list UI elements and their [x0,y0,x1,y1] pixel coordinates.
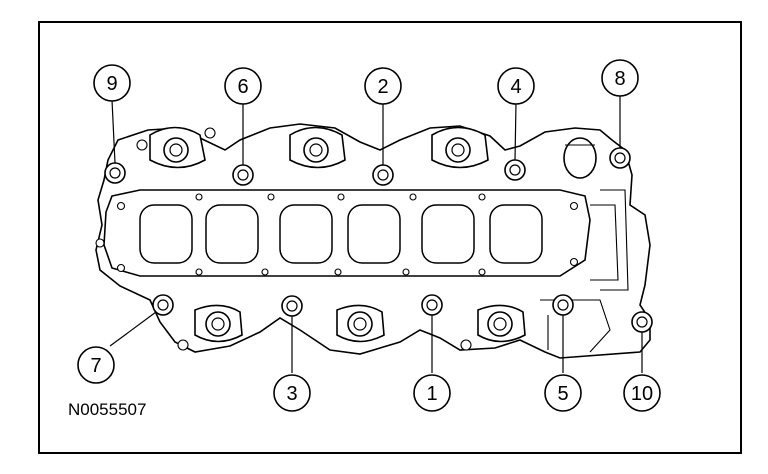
svg-text:1: 1 [426,383,437,405]
bolt-6 [232,164,254,186]
bolts [104,147,653,333]
callout-3: 3 [273,374,311,412]
figure-id: N0055507 [68,400,147,419]
bolt-8 [609,147,631,169]
callout-4: 4 [497,67,535,105]
runner-ports [139,204,543,264]
svg-text:3: 3 [286,383,297,405]
bolt-4 [504,159,526,181]
svg-text:6: 6 [237,76,248,98]
leader-lines [109,96,643,373]
svg-text:10: 10 [631,383,653,405]
bolt-1 [421,294,443,316]
callout-8: 8 [601,59,639,97]
bolt-9 [104,162,126,184]
bolt-10 [631,311,653,333]
callout-6: 6 [224,67,262,105]
callouts: 9 6 2 4 8 7 3 1 5 10 [77,59,661,412]
upper-lugs [136,126,489,169]
bolt-5 [552,294,574,316]
callout-2: 2 [364,67,402,105]
svg-text:8: 8 [614,68,625,90]
svg-text:9: 9 [106,73,117,95]
callout-5: 5 [544,374,582,412]
svg-text:2: 2 [377,76,388,98]
callout-10: 10 [623,374,661,412]
callout-7: 7 [77,346,115,384]
callout-9: 9 [93,64,131,102]
svg-text:7: 7 [90,355,101,377]
lower-lugs [177,304,526,351]
right-side-details [540,137,629,353]
bolt-2 [372,164,394,186]
gasket-holes [95,193,579,276]
bolt-3 [281,295,303,317]
callout-1: 1 [413,374,451,412]
bolt-7 [152,294,174,316]
svg-text:4: 4 [510,76,521,98]
svg-text:5: 5 [557,383,568,405]
